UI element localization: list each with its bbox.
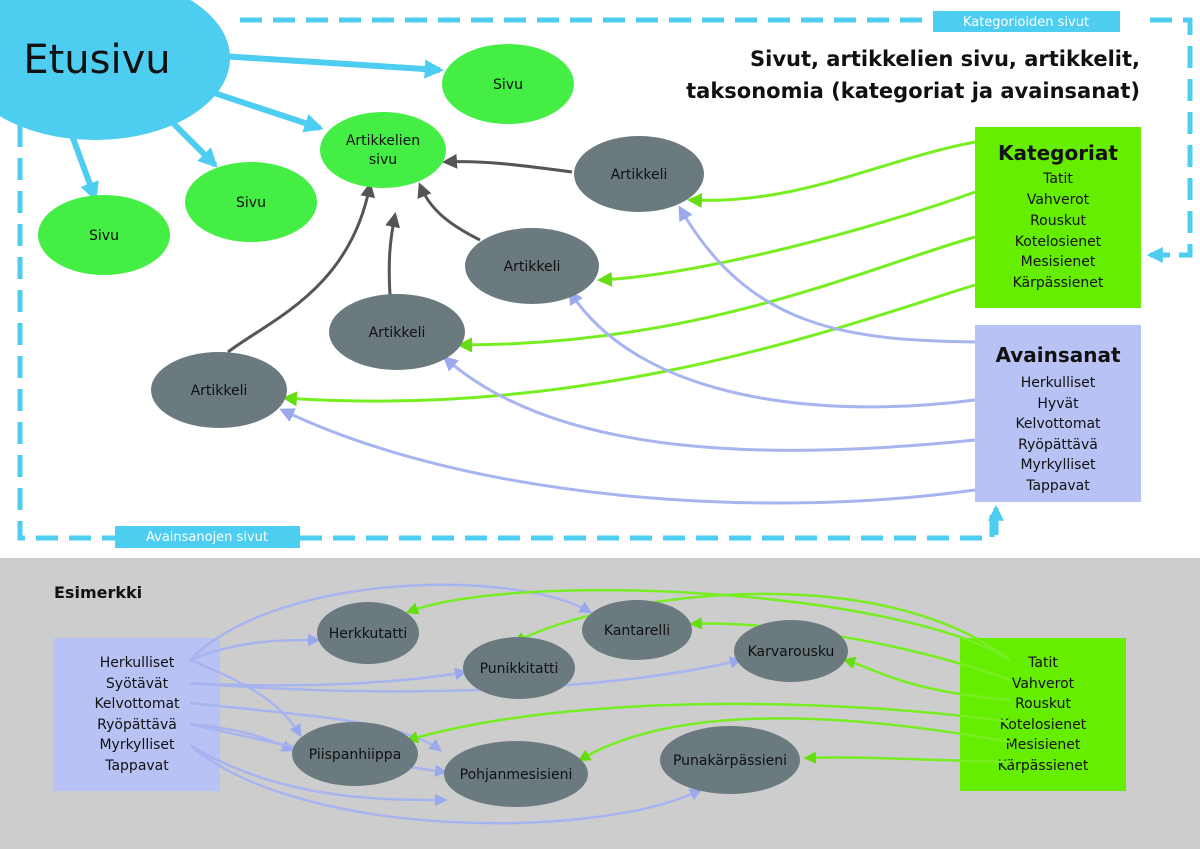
example-category-item[interactable]: Kärpässienet <box>998 758 1089 774</box>
keyword-item[interactable]: Myrkylliset <box>1020 457 1096 473</box>
page-node[interactable] <box>185 162 317 242</box>
mushroom-label: Punikkitatti <box>480 661 559 677</box>
mushroom-label: Kantarelli <box>604 623 670 639</box>
example-category-item[interactable]: Rouskut <box>1015 696 1071 712</box>
page-node-label: Sivu <box>493 77 523 93</box>
keywords-title: Avainsanat <box>995 343 1121 367</box>
keyword-item[interactable]: Ryöpättävä <box>1018 437 1098 453</box>
example-category-item[interactable]: Mesisienet <box>1006 737 1081 753</box>
keyword-item[interactable]: Herkulliset <box>1021 375 1096 391</box>
example-keyword-links <box>189 583 743 825</box>
keyword-item[interactable]: Kelvottomat <box>1015 416 1101 432</box>
keyword-pages-label-bg <box>115 526 300 548</box>
diagram-heading-line1: Sivut, artikkelien sivu, artikkelit, <box>750 47 1140 71</box>
mushroom-node[interactable] <box>444 741 588 807</box>
keywords-list: Herkulliset Hyvät Kelvottomat Ryöpättävä… <box>1015 375 1101 494</box>
mushroom-label: Pohjanmesisieni <box>460 767 573 783</box>
article-node-label: Artikkeli <box>611 167 668 183</box>
category-item[interactable]: Vahverot <box>1027 192 1090 208</box>
page-node-label: Sivu <box>236 195 266 211</box>
example-categories-box <box>960 638 1126 791</box>
example-categories-list: Tatit Vahverot Rouskut Kotelosienet Mesi… <box>998 655 1089 774</box>
category-item[interactable]: Mesisienet <box>1021 254 1096 270</box>
example-title: Esimerkki <box>54 583 142 602</box>
article-node-label: Artikkeli <box>504 259 561 275</box>
mushroom-node[interactable] <box>463 637 575 699</box>
example-keyword-item[interactable]: Herkulliset <box>100 655 175 671</box>
etusivu-label: Etusivu <box>23 37 170 83</box>
page-node[interactable] <box>442 44 574 124</box>
keywords-box <box>975 325 1141 502</box>
category-item[interactable]: Kärpässienet <box>1013 275 1104 291</box>
top-section: Kategorioiden sivut Avainsanojen sivut S… <box>0 0 1193 548</box>
articles-page-label: Artikkelien <box>346 133 420 149</box>
example-section: Esimerkki Herkulliset Syötävät Kelvottom… <box>0 558 1200 849</box>
example-keyword-item[interactable]: Kelvottomat <box>94 696 180 712</box>
page-node[interactable] <box>38 195 170 275</box>
example-keyword-item[interactable]: Myrkylliset <box>99 737 175 753</box>
mushroom-node[interactable] <box>317 602 419 664</box>
categories-list: Tatit Vahverot Rouskut Kotelosienet Mesi… <box>1013 171 1104 291</box>
articles-page-label: sivu <box>369 152 397 168</box>
article-node-label: Artikkeli <box>191 383 248 399</box>
article-node[interactable] <box>151 352 287 428</box>
article-node[interactable] <box>574 136 704 212</box>
mushroom-label: Punakärpässieni <box>673 753 787 769</box>
example-category-item[interactable]: Kotelosienet <box>1000 717 1087 733</box>
example-category-item[interactable]: Vahverot <box>1012 676 1075 692</box>
category-pages-label-bg <box>933 11 1120 32</box>
article-node[interactable] <box>329 294 465 370</box>
example-keyword-item[interactable]: Syötävät <box>106 676 169 692</box>
mushroom-label: Karvarousku <box>748 644 835 660</box>
categories-box <box>975 127 1141 308</box>
article-node[interactable] <box>465 228 599 304</box>
example-keywords-box <box>54 638 220 791</box>
example-keyword-item[interactable]: Tappavat <box>104 758 169 774</box>
keyword-pages-label: Avainsanojen sivut <box>146 530 268 545</box>
keyword-item[interactable]: Tappavat <box>1025 478 1090 494</box>
example-category-item[interactable]: Tatit <box>1027 655 1058 671</box>
categories-title: Kategoriat <box>998 141 1118 165</box>
mushroom-node[interactable] <box>734 620 848 682</box>
article-to-index-links <box>227 153 573 354</box>
diagram-heading-line2: taksonomia (kategoriat ja avainsanat) <box>686 79 1140 103</box>
example-keywords-list: Herkulliset Syötävät Kelvottomat Ryöpätt… <box>94 655 180 774</box>
mushroom-label: Herkkutatti <box>329 626 408 642</box>
category-item[interactable]: Tatit <box>1042 171 1073 187</box>
mushroom-node[interactable] <box>660 726 800 794</box>
article-node-label: Artikkeli <box>369 325 426 341</box>
etusivu-node[interactable] <box>0 0 230 140</box>
category-item[interactable]: Kotelosienet <box>1015 234 1102 250</box>
page-node-label: Sivu <box>89 228 119 244</box>
mushroom-node[interactable] <box>582 600 692 660</box>
example-keyword-item[interactable]: Ryöpättävä <box>97 717 177 733</box>
category-links <box>282 140 976 407</box>
mushroom-label: Piispanhiippa <box>309 747 402 763</box>
articles-page-node[interactable] <box>320 112 446 188</box>
keyword-item[interactable]: Hyvät <box>1037 396 1079 412</box>
category-item[interactable]: Rouskut <box>1030 213 1086 229</box>
mushroom-node[interactable] <box>292 722 418 786</box>
category-pages-label: Kategorioiden sivut <box>963 15 1089 30</box>
keyword-links <box>279 205 976 505</box>
